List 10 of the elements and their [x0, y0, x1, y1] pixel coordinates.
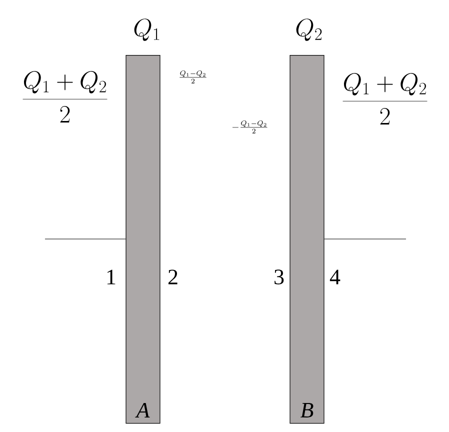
charge-label: $Q_1$	[134, 18, 160, 41]
charge-fraction: $\frac{Q_1-Q_2}{2}$	[180, 70, 206, 84]
wire	[324, 238, 406, 240]
charge-fraction: $-\frac{Q_1-Q_2}{2}$	[232, 120, 268, 134]
charge-fraction: $\frac{Q_1+Q_2}{2}$	[22, 71, 108, 122]
plate: A	[126, 55, 160, 424]
charge-label: $Q_2$	[296, 18, 322, 41]
charge-fraction: $\frac{Q_1+Q_2}{2}$	[342, 73, 428, 124]
wire	[44, 238, 126, 240]
plate: B	[290, 55, 324, 424]
